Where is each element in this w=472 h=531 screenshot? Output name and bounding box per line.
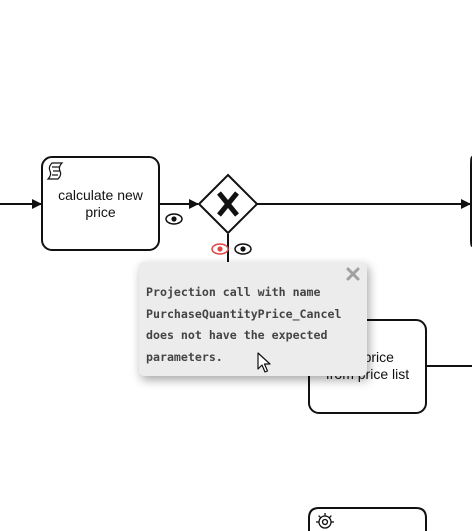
- task-calculate-label: calculate new price: [58, 187, 143, 220]
- task-service-partial[interactable]: [308, 507, 427, 531]
- tooltip-message: Projection call with name PurchaseQuanti…: [146, 285, 342, 364]
- script-task-icon: [46, 162, 64, 180]
- task-calculate-new-price[interactable]: [41, 156, 160, 251]
- eye-icon[interactable]: [165, 213, 183, 225]
- task-partial-right[interactable]: [470, 156, 472, 247]
- x-icon: [217, 191, 239, 217]
- error-eye-icon[interactable]: [211, 243, 229, 255]
- eye-icon-secondary[interactable]: [234, 243, 252, 255]
- service-task-icon: [316, 513, 334, 529]
- error-tooltip: Projection call with name PurchaseQuanti…: [139, 262, 367, 376]
- mouse-cursor-icon: [257, 352, 271, 373]
- close-icon[interactable]: [344, 265, 362, 283]
